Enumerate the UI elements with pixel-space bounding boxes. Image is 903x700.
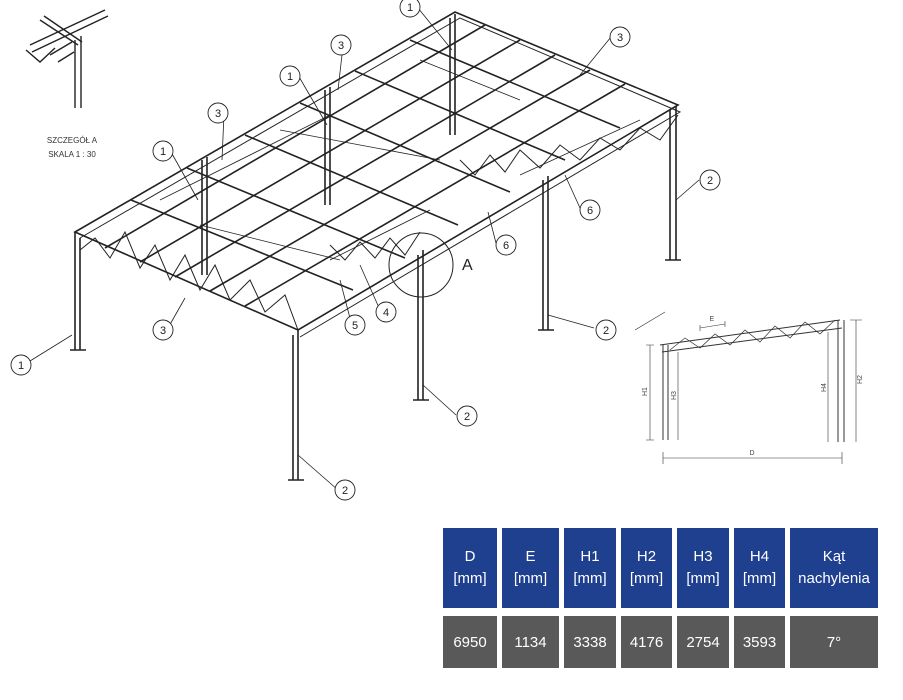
dim-h3: H3 bbox=[671, 391, 678, 400]
header-label: D bbox=[464, 548, 476, 565]
dim-d: D bbox=[749, 450, 754, 457]
callout-number: 6 bbox=[503, 240, 509, 252]
value-e: 1134 bbox=[502, 616, 559, 668]
callout-circle bbox=[495, 234, 517, 256]
callout-circle bbox=[330, 34, 352, 56]
header-label: H2 bbox=[636, 548, 657, 565]
header-h4: H4 [mm] bbox=[734, 528, 785, 608]
header-h3: H3 [mm] bbox=[677, 528, 729, 608]
dim-h4: H4 bbox=[821, 383, 828, 392]
callout-circle bbox=[595, 319, 617, 341]
header-unit: [mm] bbox=[453, 570, 487, 587]
header-label: E bbox=[525, 548, 536, 565]
callout-circle bbox=[10, 354, 32, 376]
value-h2: 4176 bbox=[621, 616, 672, 668]
callout-number: 1 bbox=[407, 2, 413, 14]
header-label: H3 bbox=[693, 548, 713, 565]
header-unit: [mm] bbox=[513, 570, 548, 587]
dim-e: E bbox=[710, 316, 715, 323]
table-value-row: 6950 1134 3338 4176 2754 3593 7° bbox=[443, 616, 878, 668]
header-unit: [mm] bbox=[629, 570, 664, 587]
frame-isometric bbox=[70, 11, 682, 481]
callout-number: 3 bbox=[617, 32, 623, 44]
header-unit: nachylenia bbox=[798, 570, 870, 587]
value-d: 6950 bbox=[443, 616, 497, 668]
detail-a-marker bbox=[388, 232, 454, 298]
callout-circle bbox=[152, 140, 174, 162]
value-h4: 3593 bbox=[734, 616, 785, 668]
header-h2: H2 [mm] bbox=[621, 528, 672, 608]
callout-number: 3 bbox=[160, 325, 166, 337]
callout-number: 1 bbox=[160, 146, 166, 158]
callout-number: 4 bbox=[383, 307, 389, 319]
callout-number: 6 bbox=[587, 205, 593, 217]
callout-number: 3 bbox=[215, 108, 221, 120]
callout-circle bbox=[279, 65, 301, 87]
callout-circle bbox=[375, 301, 397, 323]
callout-number: 2 bbox=[603, 325, 609, 337]
callout-circle bbox=[344, 314, 366, 336]
header-angle: Kąt nachylenia bbox=[790, 528, 878, 608]
value-h3: 2754 bbox=[677, 616, 729, 668]
callout-number: 1 bbox=[287, 71, 293, 83]
callout-circle bbox=[456, 405, 478, 427]
callout-number: 5 bbox=[352, 320, 358, 332]
header-d: D [mm] bbox=[443, 528, 497, 608]
header-label: H4 bbox=[749, 548, 770, 565]
callout-circle bbox=[579, 199, 601, 221]
callout-number: 1 bbox=[18, 360, 24, 372]
callout-leaders bbox=[29, 7, 700, 491]
dimensions-table: D[mm] E[mm] H1[mm] H2[mm] H3[mm] H4[mm] … bbox=[438, 520, 883, 676]
detail-a-sketch bbox=[25, 9, 109, 108]
table-header-row: D[mm] E[mm] H1[mm] H2[mm] H3[mm] H4[mm] … bbox=[443, 528, 878, 608]
header-unit: [mm] bbox=[742, 570, 777, 587]
callout-circle bbox=[699, 169, 721, 191]
callout-number: 2 bbox=[342, 485, 348, 497]
callout-number: 3 bbox=[338, 40, 344, 52]
detail-scale: SKALA 1 : 30 bbox=[48, 150, 96, 159]
callout-circle bbox=[334, 479, 356, 501]
header-unit: [mm] bbox=[686, 570, 720, 587]
dim-h2: H2 bbox=[857, 375, 864, 384]
header-h1: H1 [mm] bbox=[564, 528, 616, 608]
value-h1: 3338 bbox=[564, 616, 616, 668]
callout-circle bbox=[399, 0, 421, 18]
value-angle: 7° bbox=[790, 616, 878, 668]
callout-circle bbox=[152, 319, 174, 341]
callout-number: 2 bbox=[707, 175, 713, 187]
callout-circle bbox=[609, 26, 631, 48]
header-e: E [mm] bbox=[502, 528, 559, 608]
callout-circle bbox=[207, 102, 229, 124]
dim-h1: H1 bbox=[642, 387, 649, 396]
side-elevation bbox=[634, 311, 862, 464]
detail-title: SZCZEGÓŁ A bbox=[47, 136, 98, 145]
callout-number: 2 bbox=[464, 411, 470, 423]
header-label: H1 bbox=[580, 548, 600, 565]
header-label: Kąt bbox=[822, 548, 846, 565]
detail-a-label: A bbox=[462, 257, 473, 274]
header-unit: [mm] bbox=[573, 570, 607, 587]
